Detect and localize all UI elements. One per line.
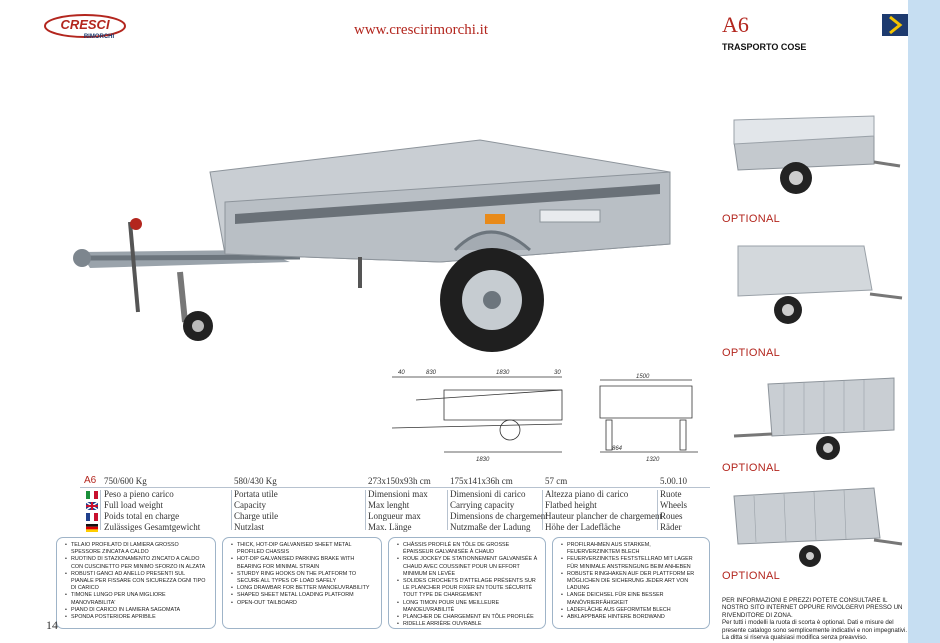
optional-label-1: OPTIONAL [722, 213, 781, 225]
label-de-capacity: Nutzlast [234, 522, 264, 532]
feature-it-6: SPONDA POSTERIORE APRIBILE [65, 614, 209, 621]
features-de: PROFILRAHMEN AUS STARKEM, FEUERVERZINKTE… [552, 537, 710, 629]
spec-value-height: 57 cm [545, 476, 568, 486]
dim-front-bottom-1: 864 [612, 446, 623, 452]
note-line-1: PER INFORMAZIONI E PREZZI POTETE CONSULT… [722, 597, 903, 619]
label-it-height: Altezza piano di carico [545, 489, 629, 499]
label-fr-height: Hauteur plancher de chargement [545, 511, 663, 521]
page-number: 14 [46, 618, 58, 632]
germany-flag-icon[interactable] [86, 524, 98, 532]
spec-divider [80, 487, 710, 488]
model-category: TRASPORTO COSE [722, 42, 807, 52]
optional-photo-4 [733, 487, 903, 567]
label-fr-load-dims: Dimensions de chargement [450, 511, 548, 521]
label-fr-max-dims: Longueur max [368, 511, 421, 521]
info-note: PER INFORMAZIONI E PREZZI POTETE CONSULT… [722, 597, 908, 641]
note-line-3: La ditta si riserva qualsiasi modifica s… [722, 634, 868, 642]
features-it: TELAIO PROFILATO DI LAMIERA GROSSO SPESS… [56, 537, 216, 629]
spec-value-weight: 750/600 Kg [104, 476, 147, 486]
dim-front-bottom-2: 1320 [646, 457, 660, 463]
dim-side-2: 830 [426, 370, 437, 376]
feature-en-5: SHAPED SHEET METAL LOADING PLATFORM [231, 592, 375, 599]
optional-photo-2 [737, 245, 903, 324]
optional-photo-3 [733, 377, 895, 460]
cresci-logo: CRESCI RIMORCHI [44, 14, 126, 40]
feature-de-4: LANGE DEICHSEL FÜR EINE BESSER MANÖVRIER… [561, 592, 703, 606]
optional-label-4: OPTIONAL [722, 570, 781, 582]
note-line-2: Per tutti i modelli la ruota di scorta è… [722, 619, 908, 634]
dim-side-4: 30 [554, 370, 561, 376]
feature-it-3: ROBUSTI GANCI AD ANELLO PRESENTI SUL PIA… [65, 571, 209, 593]
optional-photo-1 [733, 115, 901, 194]
feature-de-1: PROFILRAHMEN AUS STARKEM, FEUERVERZINKTE… [561, 542, 703, 556]
spec-value-capacity: 580/430 Kg [234, 476, 277, 486]
feature-en-4: LONG DRAWBAR FOR BETTER MANOEUVRABILITY [231, 585, 375, 592]
feature-en-6: OPEN-OUT TAILBOARD [231, 600, 375, 607]
label-fr-capacity: Charge utile [234, 511, 279, 521]
label-en-load-dims: Carrying capacity [450, 500, 515, 510]
logo-sub: RIMORCHI [84, 34, 115, 40]
side-panel [908, 0, 940, 643]
italy-flag-icon[interactable] [86, 491, 98, 499]
feature-en-1: THICK, HOT-DIP GALVANISED SHEET METAL PR… [231, 542, 375, 556]
france-flag-icon[interactable] [86, 513, 98, 521]
label-en-weight: Full load weight [104, 500, 163, 510]
feature-en-2: HOT-DIP GALVANISED PARKING BRAKE WITH BE… [231, 556, 375, 570]
feature-en-3: STURDY RING HOOKS ON THE PLATFORM TO SEC… [231, 571, 375, 585]
label-it-load-dims: Dimensioni di carico [450, 489, 526, 499]
feature-de-2: FEUERVERZINKTES FESTSTELLRAD MIT LAGER F… [561, 556, 703, 570]
feature-fr-5: PLANCHER DE CHARGEMENT EN TÔLE PROFILÉE [397, 614, 539, 621]
dim-front-1: 1500 [636, 374, 650, 380]
uk-flag-icon[interactable] [86, 502, 98, 510]
feature-it-2: RUOTINO DI STAZIONAMENTO ZINCATO A CALDO… [65, 556, 209, 570]
feature-fr-2: ROUE JOCKEY DE STATIONNEMENT GALVANISÉE … [397, 556, 539, 578]
label-en-height: Flatbed height [545, 500, 597, 510]
label-fr-weight: Poids total en charge [104, 511, 180, 521]
dim-side-1: 40 [398, 370, 405, 376]
feature-fr-6: RIDELLE ARRIÈRE OUVRABLE [397, 621, 539, 628]
dim-side-3: 1830 [496, 370, 510, 376]
label-it-max-dims: Dimensioni max [368, 489, 428, 499]
feature-it-5: PIANO DI CARICO IN LAMIERA SAGOMATA [65, 607, 209, 614]
label-en-capacity: Capacity [234, 500, 266, 510]
label-de-max-dims: Max. Länge [368, 522, 412, 532]
label-de-wheels: Räder [660, 522, 682, 532]
features-en: THICK, HOT-DIP GALVANISED SHEET METAL PR… [222, 537, 382, 629]
feature-it-1: TELAIO PROFILATO DI LAMIERA GROSSO SPESS… [65, 542, 209, 556]
feature-fr-3: SOLIDES CROCHETS D'ATTELAGE PRÉSENTS SUR… [397, 578, 539, 600]
spec-value-wheels: 5.00.10 [660, 476, 687, 486]
main-trailer-photo [73, 139, 671, 352]
feature-it-4: TIMONE LUNGO PER UNA MIGLIORE MANOVRABIL… [65, 592, 209, 606]
spec-value-max-dims: 273x150x93h cm [368, 476, 431, 486]
specs-table: A6 750/600 Kg 580/430 Kg 273x150x93h cm … [80, 474, 710, 532]
label-de-weight: Zulässiges Gesamtgewicht [104, 522, 201, 532]
next-page-arrow-icon[interactable] [882, 14, 908, 36]
feature-de-6: ABKLAPPBARE HINTERE BORDWAND [561, 614, 703, 621]
feature-de-5: LADEFLÄCHE AUS GEFORMTEM BLECH [561, 607, 703, 614]
features-fr: CHÂSSIS PROFILÉ EN TÔLE DE GROSSE ÉPAISS… [388, 537, 546, 629]
model-title: A6 [722, 12, 749, 37]
label-en-max-dims: Max lenght [368, 500, 410, 510]
label-en-wheels: Wheels [660, 500, 687, 510]
dim-side-bottom: 1830 [476, 457, 490, 463]
label-fr-wheels: Roues [660, 511, 683, 521]
label-it-capacity: Portata utile [234, 489, 278, 499]
feature-fr-1: CHÂSSIS PROFILÉ EN TÔLE DE GROSSE ÉPAISS… [397, 542, 539, 556]
label-it-wheels: Ruote [660, 489, 682, 499]
dimension-drawing: 40 830 1830 30 1830 1500 864 1320 [391, 370, 698, 463]
feature-fr-4: LONG TIMON POUR UNE MEILLEURE MANOEUVRAB… [397, 600, 539, 614]
optional-label-2: OPTIONAL [722, 347, 781, 359]
label-de-height: Höhe der Ladefläche [545, 522, 621, 532]
spec-model: A6 [84, 475, 97, 486]
logo-brand: CRESCI [60, 17, 110, 32]
spec-value-load-dims: 175x141x36h cm [450, 476, 513, 486]
label-it-weight: Peso a pieno carico [104, 489, 174, 499]
website-link[interactable]: www.crescirimorchi.it [354, 22, 488, 38]
label-de-load-dims: Nutzmaße der Ladung [450, 522, 531, 532]
optional-label-3: OPTIONAL [722, 462, 781, 474]
feature-de-3: ROBUSTE RINGHAKEN AUF DER PLATTFORM ER M… [561, 571, 703, 593]
